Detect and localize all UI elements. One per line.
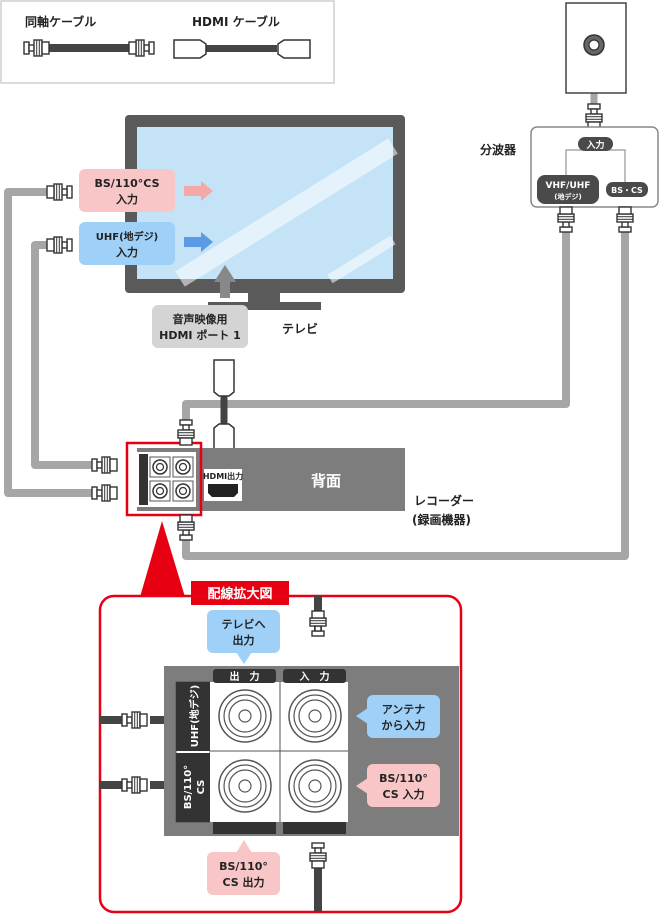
tv-screen xyxy=(137,127,393,279)
recorder-jack-uhf-out xyxy=(149,456,171,478)
bs-out-line2: CS 出力 xyxy=(222,875,264,889)
to-tv-line1: テレビへ xyxy=(222,617,266,631)
recorder: 背面 HDMI出力 レコーダー (録画機器) xyxy=(125,441,474,527)
callout-pointer xyxy=(140,521,185,597)
recorder-name-line2: (録画機器) xyxy=(412,512,471,527)
input-header-badge xyxy=(283,669,346,683)
tv-hdmi-port: 音声映像用 HDMI ポート 1 xyxy=(152,265,248,348)
tv-uhf-input-line1: UHF(地デジ) xyxy=(96,230,158,243)
tv-bs-input-line2: 入力 xyxy=(116,192,138,206)
output-header-badge xyxy=(213,669,276,683)
hdmi-cable-sample xyxy=(173,39,311,59)
bs-row-line1: BS/110° xyxy=(183,765,194,809)
detail-jack-bs-out xyxy=(218,759,272,813)
legend-hdmi-label: HDMI ケーブル xyxy=(192,14,280,29)
wiring-detail-panel: 配線拡大図 出 力 入 力 UHF(地デジ) BS/110° CS テレビへ xyxy=(98,581,463,914)
tv-stand xyxy=(208,302,321,310)
splitter-uhf-connector xyxy=(557,206,575,233)
cables xyxy=(4,45,629,560)
detail-left-bs-connector xyxy=(121,776,148,794)
antenna-line2: から入力 xyxy=(382,718,426,732)
input-header: 入 力 xyxy=(300,670,330,683)
detail-title: 配線拡大図 xyxy=(207,586,272,602)
bs-row-line2: CS xyxy=(196,780,207,795)
tv-bs-to-recorder-cable xyxy=(4,188,92,497)
tv-uhf-input-line2: 入力 xyxy=(116,245,138,259)
detail-top-connector xyxy=(309,610,327,637)
tv-bs-input-line1: BS/110°CS xyxy=(95,177,160,190)
recorder-jack-bs-out xyxy=(149,480,171,502)
recorder-uhf-in-connector xyxy=(177,419,195,446)
bs-in-line1: BS/110° xyxy=(379,772,428,785)
uhf-row-label: UHF(地デジ) xyxy=(188,685,201,747)
recorder-jack-bs-in xyxy=(172,480,194,502)
tv-uhf-to-recorder-cable xyxy=(31,241,92,469)
splitter-input-badge xyxy=(578,137,613,151)
tv-neck xyxy=(248,293,280,302)
detail-bottom-connector xyxy=(309,842,327,869)
splitter-bs-cs-badge xyxy=(606,182,648,197)
tv-uhf-coax-connector xyxy=(46,236,73,254)
bs-out-line1: BS/110° xyxy=(219,860,268,873)
legend: 同軸ケーブル HDMI ケーブル xyxy=(0,0,335,84)
tv-bs-input-label: BS/110°CS 入力 xyxy=(79,169,213,212)
wall-coax-connector xyxy=(585,103,603,130)
coax-cable-sample xyxy=(23,39,155,57)
splitter-label: 分波器 xyxy=(480,142,517,157)
tv-hdmi-port-line1: 音声映像用 xyxy=(173,312,228,326)
splitter-bs-cs-label: BS・CS xyxy=(611,186,643,195)
legend-coax-label: 同軸ケーブル xyxy=(25,14,96,29)
detail-jack-uhf-in xyxy=(288,689,342,743)
splitter: 分波器 入力 VHF/UHF (地デジ) BS・CS xyxy=(480,126,659,208)
recorder-uhf-out-connector xyxy=(91,456,118,474)
splitter-vhf-uhf-line2: (地デジ) xyxy=(554,192,581,201)
recorder-hdmi-out-label: HDMI出力 xyxy=(203,471,243,481)
tv-hdmi-port-line2: HDMI ポート 1 xyxy=(159,328,241,342)
detail-jack-bs-in xyxy=(288,759,342,813)
bs-in-line2: CS 入力 xyxy=(382,787,424,801)
splitter-to-recorder-bs-cable xyxy=(182,232,629,560)
recorder-back-label: 背面 xyxy=(311,472,341,490)
hdmi-up-arrow xyxy=(214,265,236,298)
tv: テレビ xyxy=(125,115,405,336)
tv-label: テレビ xyxy=(282,321,318,336)
to-tv-line2: 出力 xyxy=(233,633,255,647)
hdmi-plug-top xyxy=(213,359,235,397)
detail-left-uhf-connector xyxy=(121,711,148,729)
splitter-vhf-uhf-badge xyxy=(537,175,599,204)
splitter-input-label: 入力 xyxy=(585,139,604,151)
splitter-vhf-uhf-line1: VHF/UHF xyxy=(546,181,591,191)
detail-jack-uhf-out xyxy=(218,689,272,743)
tv-uhf-input-label: UHF(地デジ) 入力 xyxy=(79,222,213,265)
recorder-name-line1: レコーダー xyxy=(414,493,474,508)
recorder-bs-out-connector xyxy=(91,484,118,502)
tv-uhf-input-arrow xyxy=(184,232,213,252)
tv-bs-input-arrow xyxy=(184,181,213,201)
recorder-highlight-box xyxy=(125,441,203,517)
wall-antenna-outlet xyxy=(565,2,627,94)
antenna-line1: アンテナ xyxy=(382,703,426,716)
detail-title-badge xyxy=(191,581,289,605)
output-header: 出 力 xyxy=(230,670,260,683)
recorder-bs-in-connector xyxy=(177,514,195,541)
tv-bs-coax-connector xyxy=(46,183,73,201)
splitter-bs-connector xyxy=(616,206,634,233)
splitter-to-recorder-uhf-cable xyxy=(182,232,570,420)
recorder-jack-uhf-in xyxy=(172,456,194,478)
